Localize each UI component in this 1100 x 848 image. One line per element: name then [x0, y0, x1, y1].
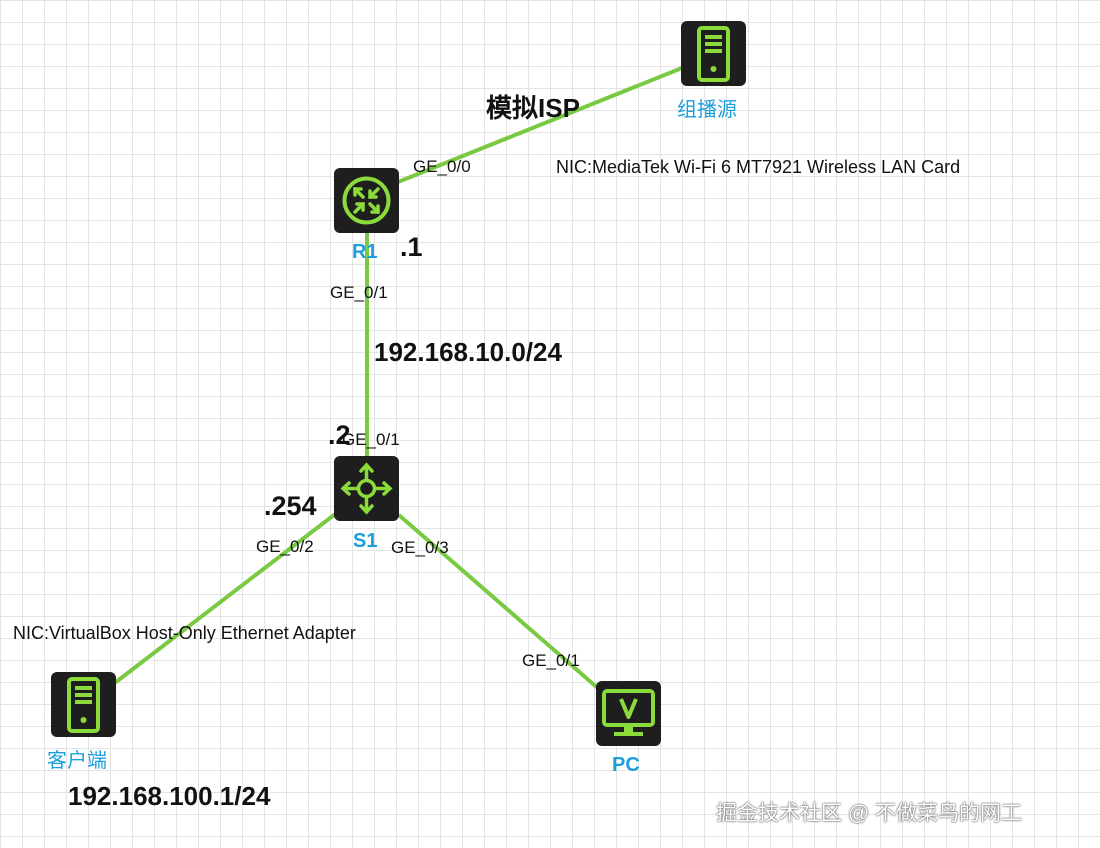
s1-port-ge01: GE_0/1: [342, 430, 400, 449]
client-nic-label: NIC:VirtualBox Host-Only Ethernet Adapte…: [13, 623, 356, 643]
isp-nic-label: NIC:MediaTek Wi-Fi 6 MT7921 Wireless LAN…: [556, 157, 961, 177]
client-label: 客户端: [47, 748, 107, 772]
link-s1-client[interactable]: [114, 513, 336, 684]
pc-label: PC: [612, 754, 640, 776]
monitor-icon: [602, 689, 655, 736]
link-isp-r1[interactable]: [396, 66, 684, 184]
client-device[interactable]: [51, 672, 116, 737]
multicast-source-device[interactable]: [681, 21, 746, 86]
r1-port-ge01: GE_0/1: [330, 283, 388, 302]
watermark: 掘金技术社区 @ 不做菜鸟的网工: [716, 802, 1022, 825]
s1-device[interactable]: [334, 456, 399, 521]
r1-port-ge00: GE_0/0: [413, 157, 471, 176]
isp-link-label: 模拟ISP: [486, 93, 580, 123]
link-s1-pc[interactable]: [398, 514, 602, 692]
router-icon: [342, 176, 391, 225]
s1-ip-suffix-client-side: .254: [264, 491, 317, 521]
s1-label: S1: [353, 530, 378, 552]
r1-label: R1: [352, 241, 378, 263]
client-subnet: 192.168.100.1/24: [68, 781, 271, 811]
r1-s1-subnet: 192.168.10.0/24: [374, 337, 562, 367]
multicast-source-label: 组播源: [677, 97, 737, 121]
pc-device[interactable]: [596, 681, 661, 746]
server-icon: [697, 26, 730, 82]
switch-icon: [340, 462, 393, 515]
server-icon: [67, 677, 100, 733]
r1-ip-suffix: .1: [400, 232, 423, 262]
s1-port-ge02: GE_0/2: [256, 537, 314, 556]
s1-port-ge03: GE_0/3: [391, 538, 449, 557]
pc-port-ge01: GE_0/1: [522, 651, 580, 670]
r1-device[interactable]: [334, 168, 399, 233]
s1-ip-suffix-r1-side: .2: [328, 420, 351, 450]
